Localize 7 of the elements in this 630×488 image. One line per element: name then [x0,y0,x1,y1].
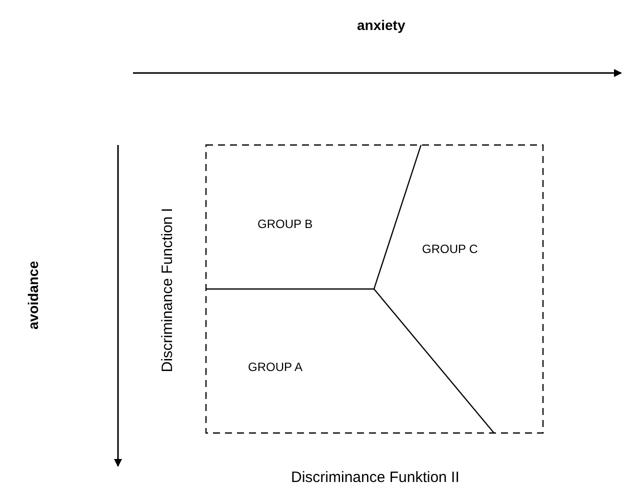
region-label: GROUP B [258,218,313,232]
region-label: GROUP C [422,243,478,257]
axis-title: avoidance [25,261,42,330]
axis-title: anxiety [357,17,406,34]
region-label: GROUP A [248,361,302,375]
axis-label: Discriminance Funktion II [291,468,460,486]
axis-label: Discriminance Function I [158,208,176,372]
